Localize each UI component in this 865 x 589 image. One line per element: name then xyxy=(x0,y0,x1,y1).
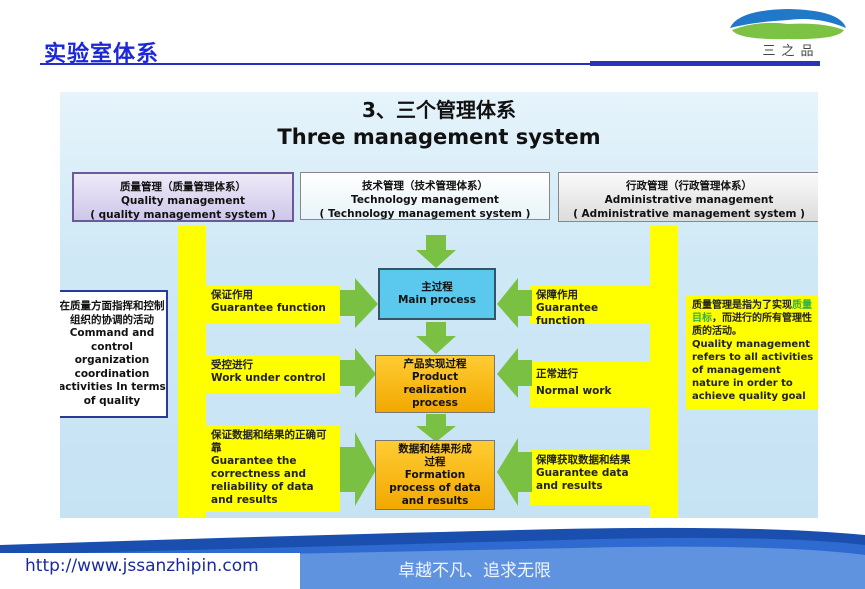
system-en2: ( Administrative management system ) xyxy=(573,208,805,220)
system-cn: 技术管理（技术管理体系） xyxy=(362,180,488,192)
system-en2: ( Technology management system ) xyxy=(319,208,531,220)
label-en: Normal work xyxy=(536,385,612,397)
right-label: 保障获取数据和结果 Guarantee data and results xyxy=(530,450,652,505)
title-divider xyxy=(40,63,820,65)
label-cn: 正常进行 xyxy=(536,368,578,380)
system-en2: ( quality management system ) xyxy=(90,209,276,221)
process-box-main: 主过程 Main process xyxy=(378,268,496,320)
arrow-right-icon xyxy=(340,432,376,506)
process-cn: 主过程 xyxy=(421,281,453,293)
diagram-title-cn: 3、三个管理体系 xyxy=(362,98,516,122)
label-cn: 保证作用 xyxy=(211,289,253,301)
process-en: Product realization process xyxy=(403,371,467,409)
left-yellow-bar xyxy=(178,225,206,518)
system-cn: 行政管理（行政管理体系） xyxy=(626,180,752,192)
right-label: 正常进行 Normal work xyxy=(530,362,652,407)
company-logo: 三之品 xyxy=(728,6,848,59)
process-box-data: 数据和结果形成过程 Formation process of data and … xyxy=(375,440,495,510)
label-cn: 保障作用 xyxy=(536,289,578,301)
arrow-left-icon xyxy=(497,278,532,328)
note-cn: ，而进行的所有管理性质的活动。 xyxy=(692,313,812,337)
slide-title: 实验室体系 xyxy=(44,42,160,67)
footer-wave xyxy=(0,527,865,589)
arrow-left-icon xyxy=(497,348,532,398)
arrow-down-icon xyxy=(416,322,456,354)
left-label: 保证作用 Guarantee function xyxy=(205,285,340,323)
note-cn: 在质量方面指挥和控制组织的协调的活动 xyxy=(60,300,165,326)
system-box-administrative: 行政管理（行政管理体系） Administrative management (… xyxy=(558,172,818,222)
arrow-down-icon xyxy=(416,235,456,268)
process-en: Main process xyxy=(397,294,477,306)
title-divider-accent xyxy=(590,61,820,66)
label-en: Work under control xyxy=(211,372,326,384)
system-cn: 质量管理（质量管理体系） xyxy=(120,181,246,193)
website-link[interactable]: http://www.jssanzhipin.com xyxy=(25,556,259,576)
system-en: Administrative management xyxy=(604,194,774,206)
logo-text: 三之品 xyxy=(762,44,820,59)
label-cn: 受控进行 xyxy=(211,359,253,371)
arrow-left-icon xyxy=(497,438,532,506)
left-label: 保证数据和结果的正确可靠 Guarantee the correctness a… xyxy=(205,425,340,512)
label-cn: 保证数据和结果的正确可靠 xyxy=(211,429,327,454)
note-highlight: 质量目标 xyxy=(692,300,812,324)
label-en: Guarantee function xyxy=(536,302,599,327)
slogan: 卓越不凡、追求无限 xyxy=(398,561,551,581)
system-en: Technology management xyxy=(351,194,499,206)
label-cn: 保障获取数据和结果 xyxy=(536,454,631,466)
process-box-product: 产品实现过程 Product realization process xyxy=(375,355,495,413)
label-en: Guarantee the correctness and reliabilit… xyxy=(211,455,314,506)
diagram-image: 3、三个管理体系 Three management system 质量管理（质量… xyxy=(60,92,818,518)
right-note-box: 质量管理是指为了实现质量目标，而进行的所有管理性质的活动。 Quality ma… xyxy=(686,295,818,410)
label-en: Guarantee data and results xyxy=(536,467,629,492)
right-label: 保障作用 Guarantee function xyxy=(530,285,652,327)
note-en: Command and control organization coordin… xyxy=(60,327,166,407)
system-box-quality: 质量管理（质量管理体系） Quality management ( qualit… xyxy=(72,172,294,222)
left-note-box: 在质量方面指挥和控制组织的协调的活动 Command and control o… xyxy=(60,290,168,418)
label-en: Guarantee function xyxy=(211,302,326,314)
arrow-right-icon xyxy=(340,348,376,398)
right-yellow-bar xyxy=(650,225,678,518)
arrow-right-icon xyxy=(340,278,378,328)
note-cn: 质量管理是指为了实现 xyxy=(692,300,792,311)
diagram-title-en: Three management system xyxy=(277,125,601,149)
process-cn: 产品实现过程 xyxy=(403,358,467,370)
process-en: Formation process of data and results xyxy=(389,468,481,507)
system-box-technology: 技术管理（技术管理体系） Technology management ( Tec… xyxy=(300,172,550,220)
system-en: Quality management xyxy=(121,195,245,207)
note-en: Quality management refers to all activit… xyxy=(692,339,814,402)
arrows xyxy=(340,235,532,506)
left-label: 受控进行 Work under control xyxy=(205,355,340,393)
arrow-down-icon xyxy=(416,414,456,442)
process-cn: 数据和结果形成过程 xyxy=(398,442,472,468)
